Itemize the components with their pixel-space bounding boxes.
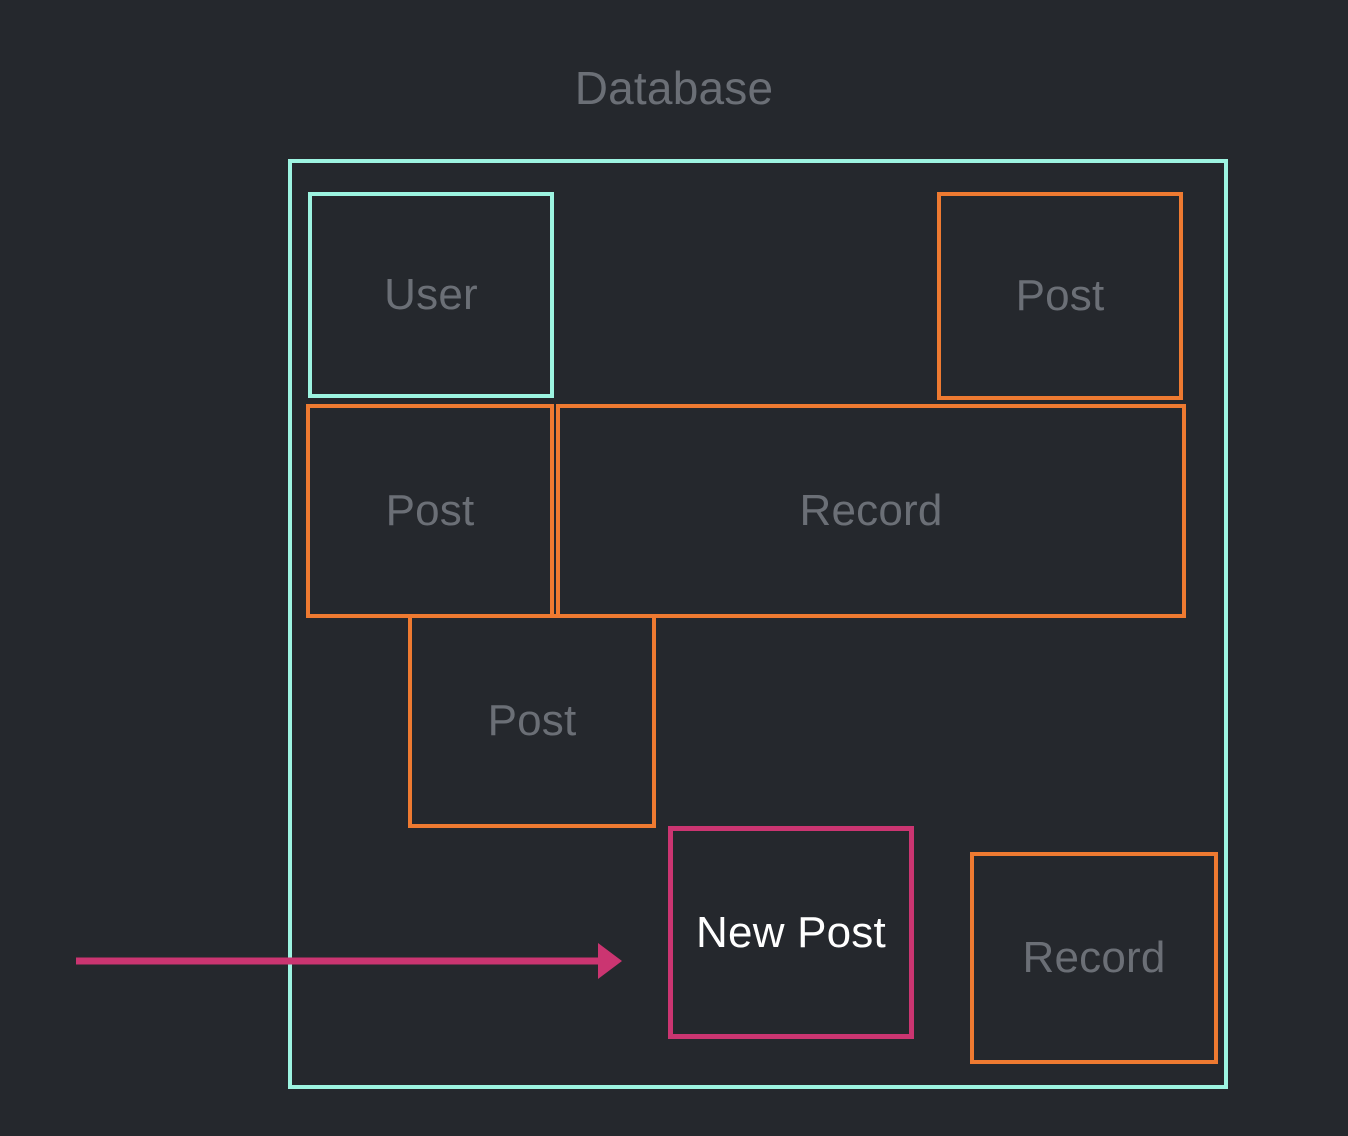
node-record-bottom-right[interactable]: Record: [970, 852, 1218, 1064]
node-record-bottom-right-label: Record: [1022, 933, 1166, 982]
node-post-middle-left[interactable]: Post: [306, 404, 554, 618]
node-post-lower[interactable]: Post: [408, 614, 656, 828]
node-post-top-right[interactable]: Post: [937, 192, 1183, 400]
arrow-head: [598, 943, 622, 979]
node-post-top-right-label: Post: [1015, 271, 1105, 320]
insert-arrow-icon: [76, 943, 622, 979]
node-post-middle-left-label: Post: [385, 486, 475, 535]
node-user-label: User: [384, 270, 478, 319]
node-record-middle-label: Record: [799, 486, 943, 535]
database-container: [288, 159, 1228, 1089]
page-title: Database: [574, 62, 774, 114]
node-new-post-label: New Post: [696, 907, 886, 957]
node-record-middle[interactable]: Record: [556, 404, 1186, 618]
node-post-lower-label: Post: [487, 696, 577, 745]
node-user[interactable]: User: [308, 192, 554, 398]
node-new-post[interactable]: New Post: [668, 826, 914, 1039]
